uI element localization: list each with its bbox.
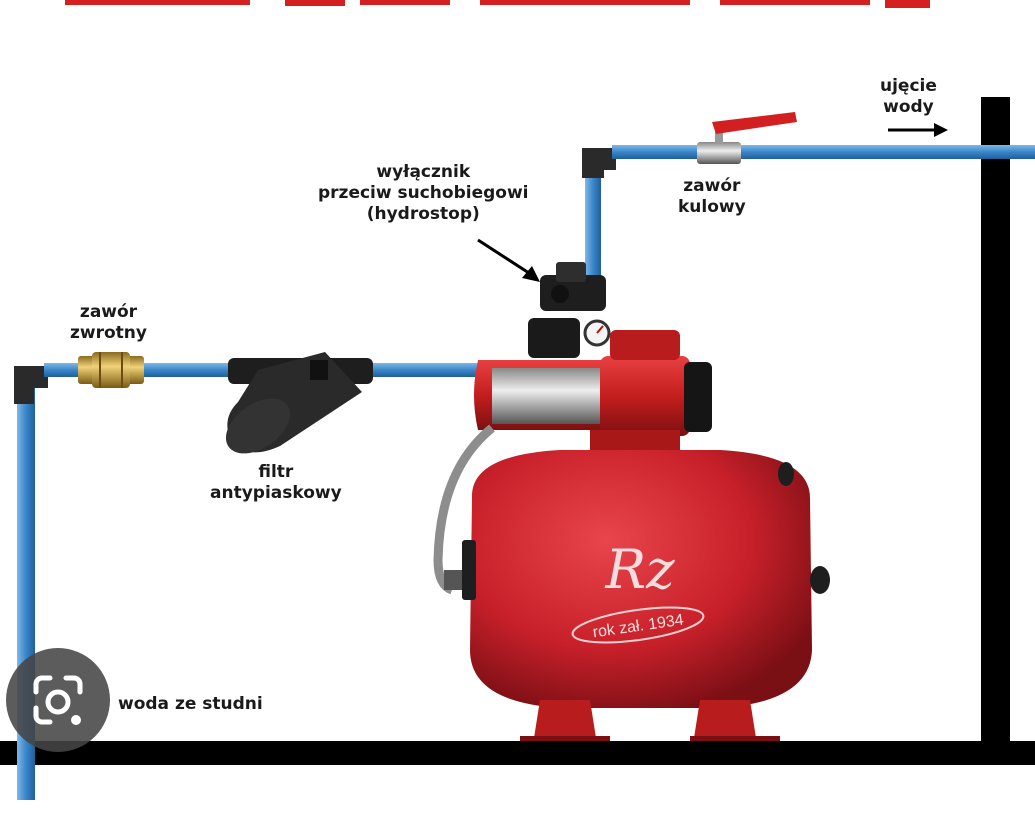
check-valve [78, 352, 144, 388]
discharge-pipe [612, 145, 1035, 159]
wall-post [981, 97, 1010, 745]
tank-emblem-oval [571, 606, 705, 644]
label-ball-valve: zawór kulowy [678, 176, 746, 218]
label-hydrostop-line-3: (hydrostop) [366, 204, 480, 224]
pressure-gauge [583, 319, 611, 347]
label-sand-filter-line-2: antypiaskowy [210, 483, 342, 503]
sand-filter [225, 352, 373, 454]
label-sand-filter-line-1: filtr [258, 462, 294, 482]
hydrostop-switch [540, 262, 606, 311]
ball-valve [697, 112, 797, 164]
cropped-title-banner [65, 0, 930, 8]
label-hydrostop-line-2: przeciw suchobiegowi [318, 183, 529, 203]
label-check-valve-line-2: zwrotny [70, 323, 147, 343]
floor-line [0, 741, 1035, 765]
pump [474, 318, 712, 456]
label-intake-line-1: ujęcie [880, 76, 937, 96]
label-sand-filter: filtr antypiaskowy [210, 462, 342, 504]
hydrostop-arrow [477, 238, 540, 282]
google-lens-button[interactable] [6, 648, 110, 752]
bottom-strip [0, 800, 1035, 831]
label-hydrostop: wyłącznik przeciw suchobiegowi (hydrosto… [318, 162, 529, 225]
label-intake: ujęcie wody [880, 76, 937, 118]
intake-arrow [888, 123, 948, 137]
flex-hose [433, 424, 495, 595]
label-check-valve: zawór zwrotny [70, 302, 147, 344]
well-pipe-elbow [14, 366, 48, 404]
label-intake-line-2: wody [883, 97, 934, 117]
riser-elbow [582, 148, 616, 178]
riser-pipe [585, 160, 601, 290]
label-well-water: woda ze studni [118, 694, 263, 714]
label-ball-valve-line-1: zawór [683, 176, 741, 196]
tank-logo: Rz [604, 538, 675, 601]
label-check-valve-line-1: zawór [79, 302, 138, 322]
label-hydrostop-line-1: wyłącznik [376, 162, 471, 182]
label-ball-valve-line-2: kulowy [678, 197, 746, 217]
google-lens-icon [33, 675, 83, 725]
pressure-tank [462, 450, 830, 741]
